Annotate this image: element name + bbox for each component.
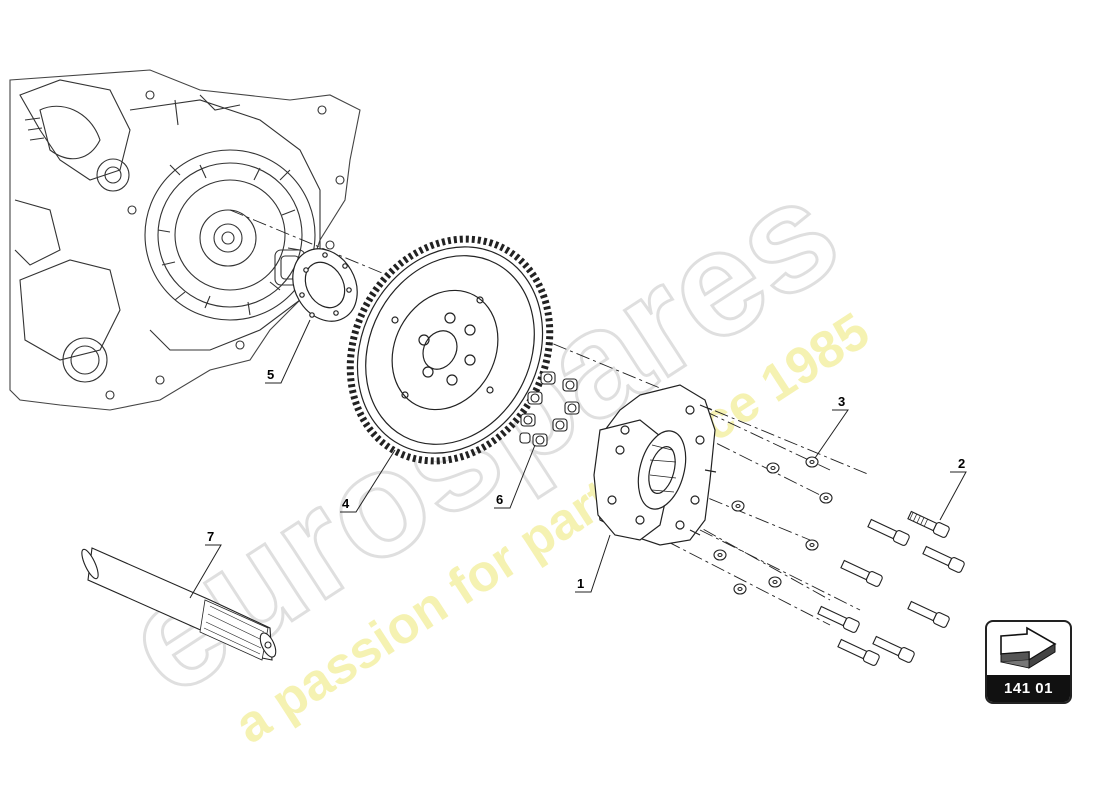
part-6-flywheel-bolts xyxy=(519,371,580,447)
page-code: 141 01 xyxy=(987,675,1070,702)
callout-1: 1 xyxy=(577,576,584,591)
part-1-clutch-assembly xyxy=(593,384,717,546)
part-4-flywheel xyxy=(346,235,554,465)
engine-block xyxy=(9,69,361,411)
callout-7: 7 xyxy=(207,529,214,544)
callout-5: 5 xyxy=(267,367,274,382)
page-reference-badge[interactable]: 141 01 xyxy=(985,620,1072,704)
watermark: eurospares a passion for parts since 198… xyxy=(94,144,879,755)
part-5-seal-ring xyxy=(292,248,358,322)
callout-3: 3 xyxy=(838,394,845,409)
part-3-washers xyxy=(713,456,833,595)
callout-2: 2 xyxy=(958,456,965,471)
callout-leaders xyxy=(189,319,967,599)
callout-4: 4 xyxy=(342,496,350,511)
callout-6: 6 xyxy=(496,492,503,507)
part-7-shaft xyxy=(81,547,277,661)
part-2-bolts xyxy=(817,510,965,666)
callout-labels: 1 2 3 4 5 6 7 xyxy=(207,367,965,591)
arrow-icon xyxy=(987,622,1070,677)
